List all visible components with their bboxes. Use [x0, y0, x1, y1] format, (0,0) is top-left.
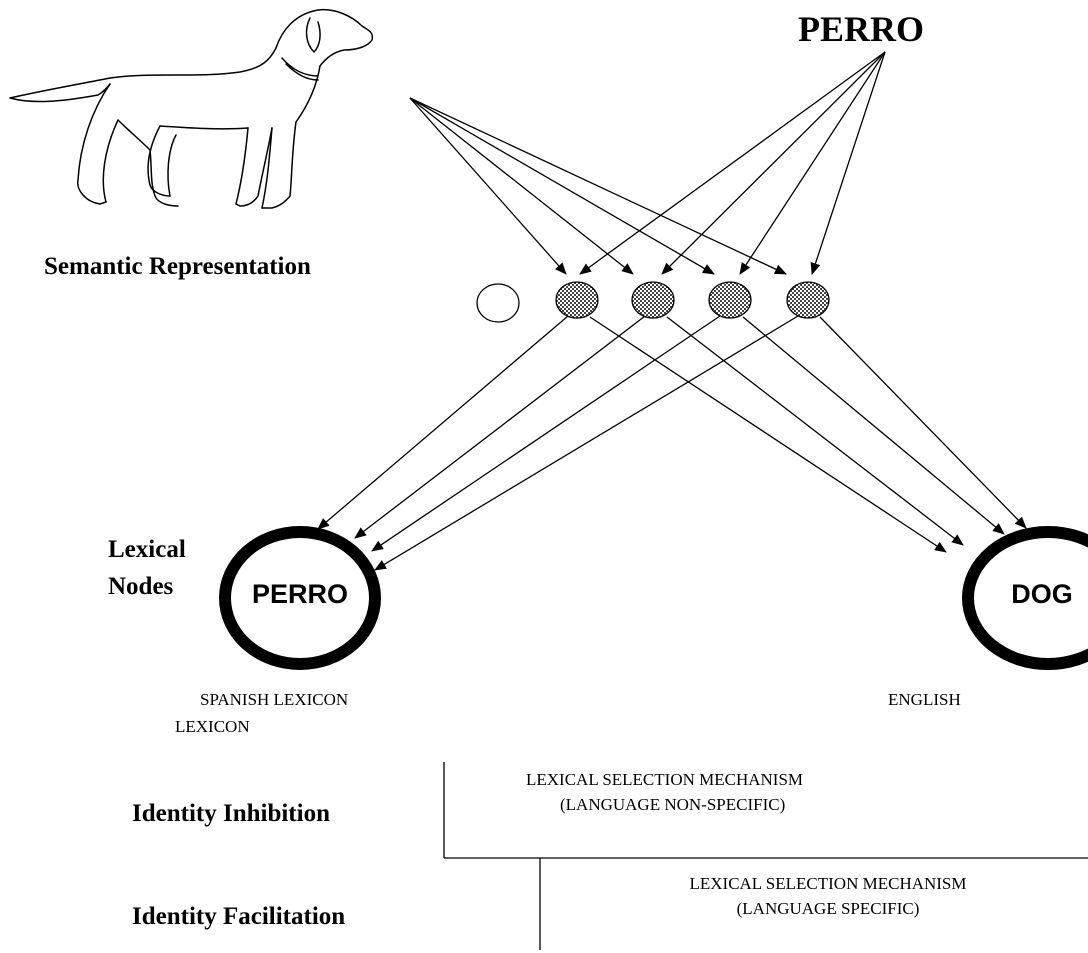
mechanism-specific-line2: (LANGUAGE SPECIFIC): [736, 899, 920, 918]
spanish-node-word: PERRO: [251, 579, 349, 609]
mechanism-non-specific-line2: (LANGUAGE NON-SPECIFIC): [560, 795, 786, 814]
arrow-feature-1-to-dog: [589, 316, 947, 553]
english-lexicon-label: ENGLISH: [888, 690, 961, 709]
arrow-picture-to-feature-4: [409, 97, 787, 275]
arrow-picture-to-feature-1: [409, 97, 567, 275]
semantic-feature-inactive: [476, 283, 520, 323]
spanish-lexical-node: [219, 526, 381, 670]
mechanism-dividers: [443, 762, 1088, 950]
picture-arrows: [409, 97, 787, 275]
lexical-nodes-label-line1: Lexical: [108, 536, 186, 563]
top-word-label: PERRO: [798, 9, 924, 49]
arrow-feature-4-to-dog: [819, 316, 1027, 529]
arrow-picture-to-feature-2: [409, 97, 634, 275]
arrow-word-to-feature-4: [810, 51, 886, 275]
arrow-feature-3-to-dog: [742, 316, 1005, 535]
arrow-feature-4-to-perro: [374, 315, 799, 571]
feature-to-spanish-arrows: [317, 315, 799, 571]
arrow-feature-2-to-perro: [354, 315, 646, 539]
dog-illustration: [9, 8, 374, 209]
semantic-feature-1: [555, 281, 599, 319]
english-node-word: DOG: [1011, 579, 1073, 609]
lexical-nodes-label-line2: Nodes: [108, 573, 174, 600]
identity-inhibition-label: Identity Inhibition: [132, 800, 330, 827]
arrow-feature-3-to-perro: [371, 315, 721, 552]
mechanism-non-specific-line1: LEXICAL SELECTION MECHANISM: [526, 770, 804, 789]
semantic-feature-4: [786, 281, 830, 319]
spanish-lexicon-label-line2: LEXICON: [175, 717, 250, 736]
arrow-word-to-feature-3: [739, 51, 886, 275]
mechanism-specific-line1: LEXICAL SELECTION MECHANISM: [689, 874, 967, 893]
english-lexical-node: [962, 526, 1088, 670]
arrow-word-to-feature-1: [579, 51, 886, 275]
semantic-feature-2: [631, 281, 675, 319]
arrow-feature-2-to-dog: [666, 316, 964, 546]
semantic-feature-3: [708, 281, 752, 319]
arrow-picture-to-feature-3: [409, 97, 715, 275]
arrow-word-to-feature-2: [661, 51, 886, 275]
feature-to-english-arrows: [589, 316, 1027, 553]
identity-facilitation-label: Identity Facilitation: [132, 903, 346, 930]
semantic-representation-label: Semantic Representation: [44, 253, 311, 280]
spanish-lexicon-label-line1: SPANISH LEXICON: [200, 690, 349, 709]
semantic-features: [476, 281, 830, 323]
word-arrows: [579, 51, 886, 275]
arrow-feature-1-to-perro: [317, 315, 569, 530]
